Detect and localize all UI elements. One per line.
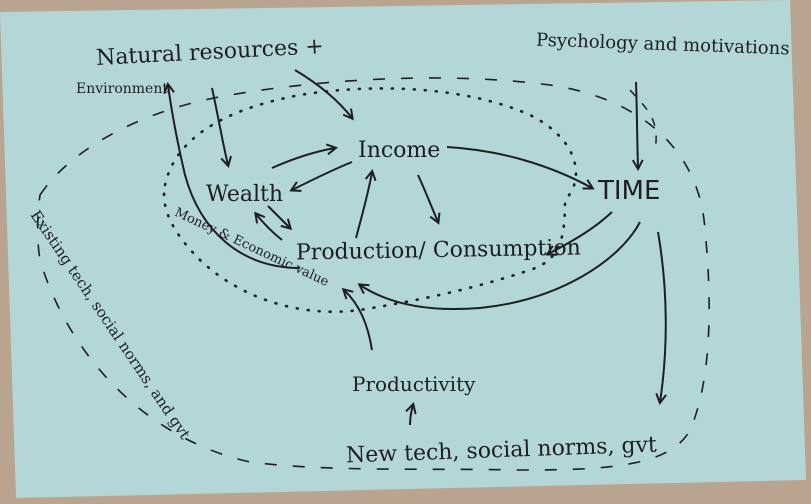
arrow-income-to-production [417,174,438,222]
node-production-consumption: Production/ Consumption [295,235,581,266]
dashed-psych-line [629,89,657,151]
arrow-production-to-wealth [256,214,283,241]
node-income: Income [358,138,441,163]
node-wealth: Wealth [206,182,283,207]
arrow-time-to-new-tech [658,231,666,402]
arrow-income-to-wealth [292,161,353,190]
arrow-new-tech-to-productivity [410,405,413,426]
arrow-psychology-to-time [636,81,638,168]
arrow-natural-resources-to-income [294,69,352,118]
arrow-natural-resources-to-wealth [211,87,228,165]
dashed-outer-loop [36,77,710,471]
arrow-productivity-to-production [344,290,373,351]
arrow-income-to-time [446,146,592,188]
node-environment: Environment [76,81,168,97]
node-time: TIME [598,176,661,206]
arrow-time-to-productivity-loop [360,221,641,311]
arrow-wealth-to-income [271,148,335,169]
node-productivity: Productivity [352,372,476,396]
arrow-production-to-environment [168,85,301,269]
arrow-production-to-income [355,172,372,239]
dotted-money-loop [162,87,578,314]
arrow-time-to-production [548,211,613,254]
arrow-wealth-to-production [267,205,290,228]
